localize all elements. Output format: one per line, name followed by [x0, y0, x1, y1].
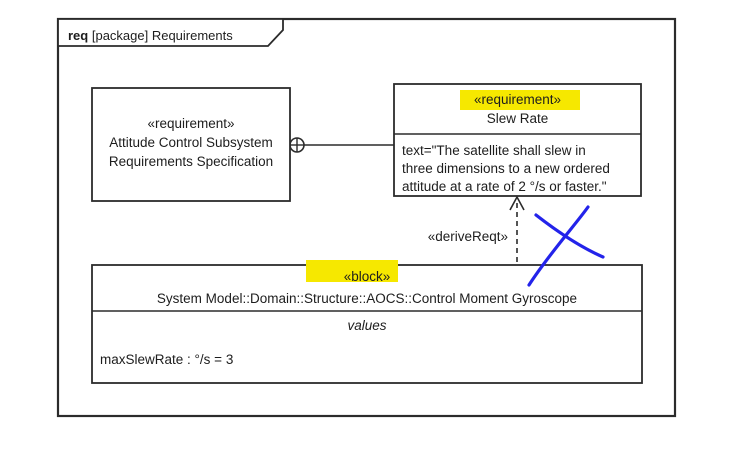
pen-annotation-x-icon [527, 205, 605, 287]
cmg-block-values-compartment-label: values [347, 318, 387, 333]
containment-crosshair-icon [289, 137, 305, 153]
derive-reqt-arrowhead-icon [509, 195, 525, 211]
diagram-frame-title: req [package] Requirements [68, 27, 233, 45]
acs-requirement-node [91, 87, 291, 202]
diagram-frame-title-rest: [package] Requirements [88, 28, 233, 43]
requirement-stereotype-highlight [460, 90, 580, 110]
cmg-block-node [91, 264, 643, 384]
acs-requirement-name-line2: Requirements Specification [108, 154, 274, 169]
cmg-block-name: System Model::Domain::Structure::AOCS::C… [156, 291, 578, 306]
slew-rate-name: Slew Rate [486, 111, 549, 126]
acs-requirement-name-line1: Attitude Control Subsystem [109, 135, 273, 150]
diagram-frame [56, 17, 677, 418]
slew-rate-stereotype: «requirement» [473, 92, 562, 107]
block-stereotype-highlight [306, 260, 398, 282]
cmg-block-stereotype: «block» [343, 269, 391, 284]
diagram-frame-tab [57, 18, 284, 47]
derive-reqt-label: «deriveReqt» [427, 229, 508, 244]
acs-requirement-stereotype: «requirement» [147, 116, 235, 131]
acs-requirement-label-group: «requirement» Attitude Control Subsystem… [92, 114, 290, 171]
diagram-kind-keyword: req [68, 28, 89, 43]
cmg-block-value-entry: maxSlewRate : °/s = 3 [100, 352, 234, 367]
slew-rate-body-text: text="The satellite shall slew in three … [402, 143, 610, 194]
